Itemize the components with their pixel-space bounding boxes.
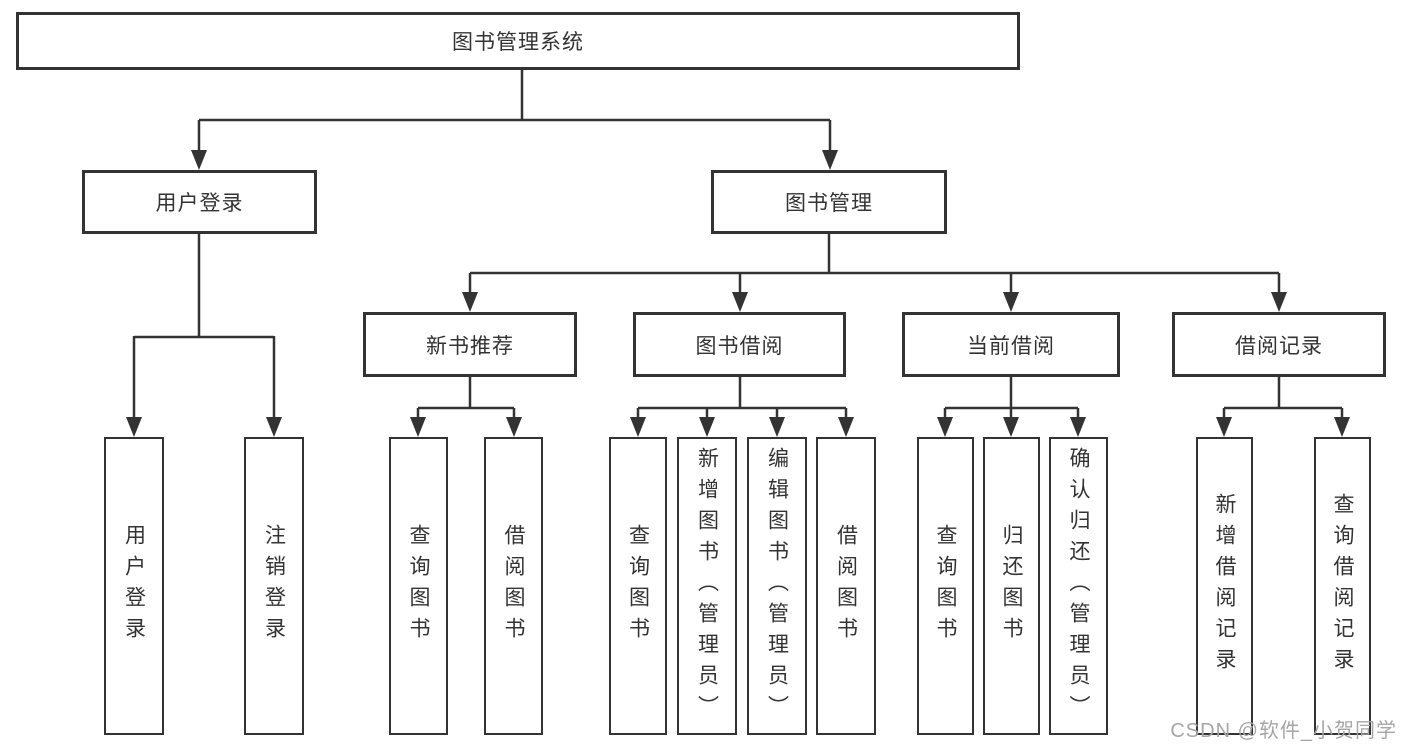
node-label: 查询图书: [934, 524, 957, 648]
node-label: 查询借阅记录: [1331, 493, 1354, 679]
node-label: 图书借阅: [695, 334, 784, 358]
node-new-book-recommend: 新书推荐: [363, 312, 577, 377]
node-label: 注销登录: [262, 524, 286, 648]
node-label: 新增借阅记录: [1213, 493, 1236, 679]
node-label: 图书管理系统: [452, 31, 584, 54]
node-book-borrowing: 图书借阅: [633, 312, 846, 377]
node-label: 归还图书: [1000, 524, 1023, 648]
leaf-borrow-books-recommend: 借阅图书: [484, 437, 543, 735]
leaf-user-login: 用户登录: [104, 437, 164, 735]
node-label: 编辑图书（管理员）: [765, 446, 789, 726]
leaf-edit-book-admin: 编辑图书（管理员）: [747, 437, 807, 735]
node-label: 新增图书（管理员）: [695, 446, 719, 726]
node-current-borrowing: 当前借阅: [902, 312, 1120, 377]
leaf-add-book-admin: 新增图书（管理员）: [677, 437, 737, 735]
node-book-management: 图书管理: [711, 170, 947, 234]
leaf-confirm-return-admin: 确认归还（管理员）: [1049, 437, 1108, 735]
node-label: 查询图书: [626, 524, 650, 648]
node-label: 借阅图书: [502, 524, 525, 648]
leaf-query-books-current: 查询图书: [917, 437, 974, 735]
leaf-query-books-recommend: 查询图书: [389, 437, 448, 735]
node-borrowing-records: 借阅记录: [1172, 312, 1386, 377]
leaf-borrow-books: 借阅图书: [816, 437, 876, 735]
node-label: 新书推荐: [426, 334, 514, 358]
node-label: 借阅图书: [834, 524, 858, 648]
watermark-text: CSDN @软件_小贺同学: [1170, 720, 1397, 742]
node-label: 用户登录: [122, 524, 146, 648]
node-root-system: 图书管理系统: [16, 12, 1020, 70]
leaf-query-borrow-record: 查询借阅记录: [1314, 437, 1371, 735]
node-label: 确认归还（管理员）: [1067, 446, 1090, 726]
node-user-login: 用户登录: [82, 170, 317, 234]
node-label: 当前借阅: [967, 334, 1055, 358]
leaf-add-borrow-record: 新增借阅记录: [1196, 437, 1253, 735]
arrowheads: [126, 150, 1350, 437]
node-label: 借阅记录: [1235, 334, 1323, 358]
leaf-query-books-borrowing: 查询图书: [609, 437, 667, 735]
leaf-return-books: 归还图书: [983, 437, 1040, 735]
node-label: 图书管理: [785, 192, 873, 215]
node-label: 用户登录: [155, 192, 244, 215]
node-label: 查询图书: [407, 524, 430, 648]
leaf-logout: 注销登录: [244, 437, 304, 735]
